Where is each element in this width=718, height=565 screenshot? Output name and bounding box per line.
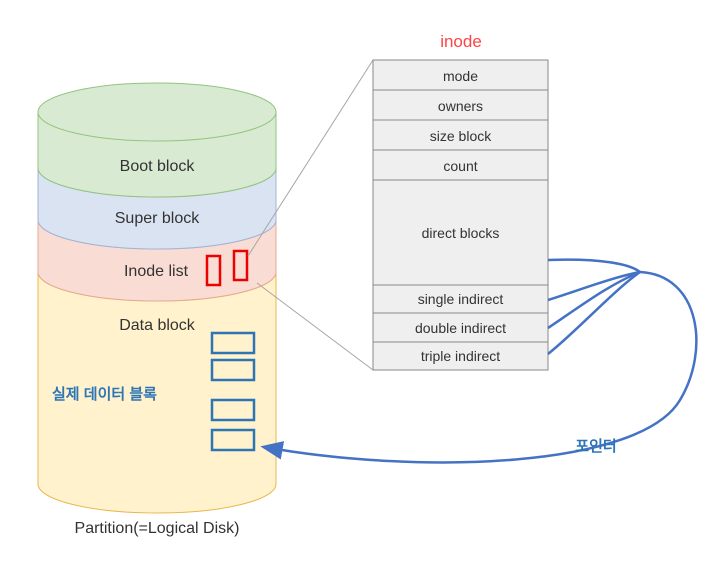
data-block-2 bbox=[210, 358, 256, 382]
inode-row-double-indirect bbox=[372, 312, 549, 343]
inode-row-owners bbox=[372, 89, 549, 121]
inode-row-triple-indirect-label: triple indirect bbox=[421, 348, 500, 364]
inode-row-owners-label: owners bbox=[438, 98, 483, 114]
data-block-1 bbox=[210, 331, 256, 355]
inode-row-double-indirect-label: double indirect bbox=[415, 320, 506, 336]
super-block-label: Super block bbox=[115, 210, 200, 227]
inode-row-direct-blocks bbox=[372, 179, 549, 286]
inode-list-label: Inode list bbox=[124, 263, 189, 280]
pointer-curve-direct bbox=[547, 258, 641, 274]
zoom-connector-top bbox=[247, 59, 374, 257]
pointer-arrow-to-data bbox=[260, 270, 698, 464]
data-block-3 bbox=[210, 398, 256, 422]
inode-row-single-indirect-label: single indirect bbox=[418, 291, 504, 307]
pointer-curve-single bbox=[547, 270, 641, 302]
zoom-connector-bottom bbox=[256, 282, 374, 371]
pointer-curves bbox=[260, 258, 698, 464]
inode-row-mode-label: mode bbox=[443, 68, 478, 84]
inode-marker-2 bbox=[232, 249, 249, 282]
inode-row-size-block-label: size block bbox=[430, 128, 492, 144]
inode-title: inode bbox=[440, 32, 482, 51]
disk-top bbox=[37, 82, 277, 142]
inode-row-triple-indirect bbox=[372, 341, 549, 371]
disk-cylinder: Boot block Super block Inode list Data b… bbox=[37, 82, 277, 514]
pointer-curve-double bbox=[547, 270, 641, 330]
data-block-label: Data block bbox=[119, 317, 196, 334]
inode-row-count-label: count bbox=[443, 158, 477, 174]
inode-row-size-block bbox=[372, 119, 549, 151]
inode-row-direct-blocks-label: direct blocks bbox=[422, 225, 500, 241]
pointer-label: 포인터 bbox=[575, 437, 616, 455]
pointer-curve-triple bbox=[547, 270, 641, 355]
data-block-4 bbox=[210, 428, 256, 452]
inode-table: mode owners size block count direct bloc… bbox=[372, 59, 549, 371]
data-blocks-korean-label: 실제 데이터 블록 bbox=[52, 386, 157, 403]
partition-caption: Partition(=Logical Disk) bbox=[75, 520, 240, 537]
boot-block-label: Boot block bbox=[120, 158, 196, 175]
inode-row-mode bbox=[372, 59, 549, 91]
inode-marker-1 bbox=[205, 254, 222, 287]
